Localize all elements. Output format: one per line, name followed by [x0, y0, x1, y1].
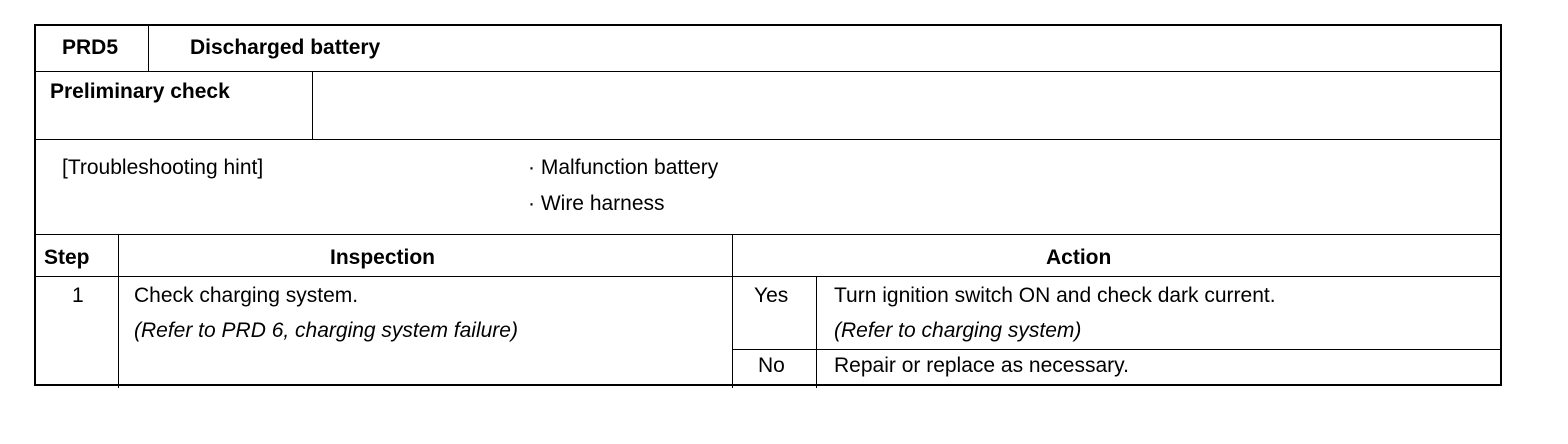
inspection-text: Check charging system.: [134, 284, 359, 307]
hint-item: · Wire harness: [528, 192, 665, 215]
column-header-action: Action: [1046, 246, 1112, 269]
preliminary-check-label: Preliminary check: [50, 80, 230, 103]
answer-yes: Yes: [754, 284, 789, 307]
action-yes-reference: (Refer to charging system): [834, 319, 1082, 342]
inspection-reference: (Refer to PRD 6, charging system failure…: [134, 319, 518, 342]
hint-item: · Malfunction battery: [528, 156, 719, 179]
step-divider: [118, 234, 119, 388]
troubleshooting-hint-label: [Troubleshooting hint]: [62, 156, 264, 179]
yes-no-rule: [732, 349, 1500, 350]
answer-no: No: [758, 354, 785, 377]
column-header-step: Step: [44, 246, 90, 269]
inspection-divider: [732, 234, 733, 388]
procedure-title: Discharged battery: [190, 36, 381, 59]
troubleshooting-table: PRD5 Discharged battery Preliminary chec…: [34, 24, 1502, 388]
header-bottom-rule: [36, 71, 1500, 72]
column-header-inspection: Inspection: [330, 246, 436, 269]
procedure-code: PRD5: [62, 36, 119, 59]
column-header-bottom-rule: [36, 276, 1500, 277]
step-number: 1: [72, 284, 84, 307]
header-divider: [148, 26, 149, 71]
answer-divider: [816, 276, 817, 388]
action-yes-text: Turn ignition switch ON and check dark c…: [834, 284, 1276, 307]
preliminary-divider: [312, 71, 313, 139]
action-no-text: Repair or replace as necessary.: [834, 354, 1129, 377]
hint-bottom-rule: [36, 234, 1500, 235]
preliminary-bottom-rule: [36, 139, 1500, 140]
